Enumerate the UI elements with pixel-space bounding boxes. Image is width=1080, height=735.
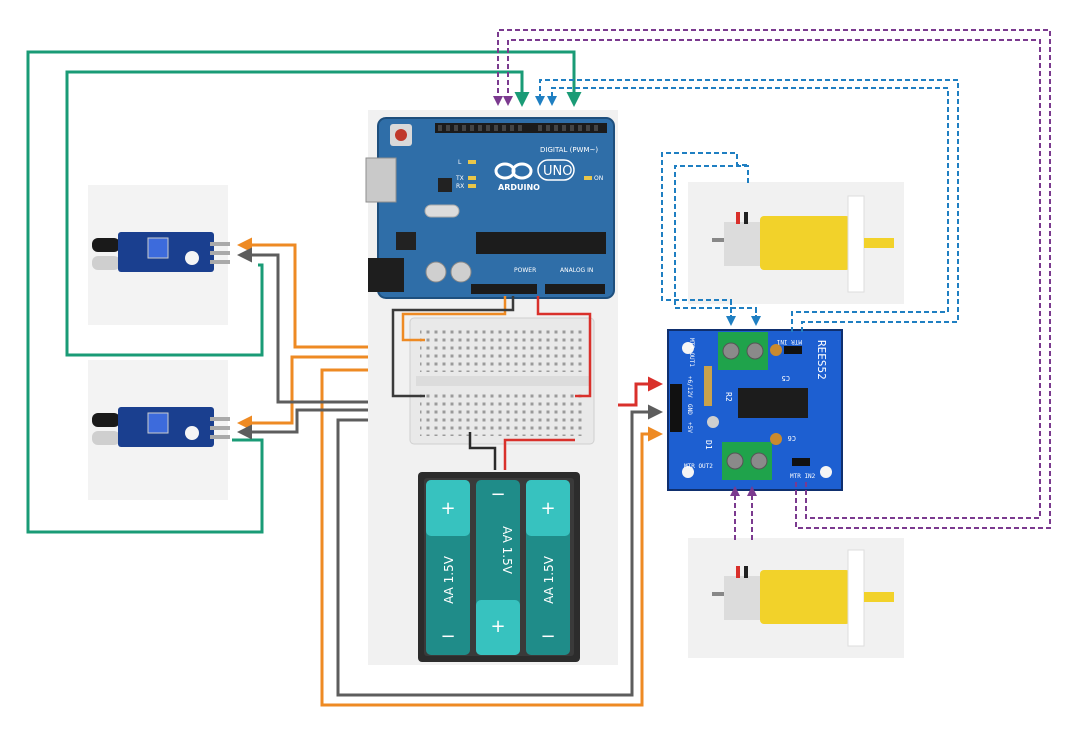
wire-gray-arduino-bb xyxy=(391,296,515,398)
cell1-top-sign: + xyxy=(440,498,455,519)
wire-orange-sensor1 xyxy=(237,237,368,349)
dc-jack xyxy=(368,258,404,292)
digital-header-label: DIGITAL (PWM~) xyxy=(540,146,598,154)
led-on-label: ON xyxy=(594,175,603,182)
wire-purple-ctrl2 xyxy=(503,39,1041,519)
crystal xyxy=(424,204,460,218)
cell3-label: AA 1.5V xyxy=(542,555,556,604)
wire-gray-sensor2 xyxy=(237,408,368,440)
led-l-label: L xyxy=(458,159,462,166)
wire-orange-sensor2 xyxy=(237,355,368,431)
wire-green-sensor2 xyxy=(26,50,582,534)
driver-title: REES52 xyxy=(815,340,828,380)
mtr-out2-label: MTR OUT2 xyxy=(684,463,713,470)
mtr-in2-label: MTR IN2 xyxy=(790,473,816,480)
pin-label-gnd: GND xyxy=(686,404,693,415)
cell1-label: AA 1.5V xyxy=(442,555,456,604)
cell3-top-sign: + xyxy=(540,498,555,519)
power-header-label: POWER xyxy=(514,267,536,274)
arduino-logo: ARDUINO UNO xyxy=(494,159,575,192)
power-header xyxy=(471,284,537,294)
capacitor xyxy=(450,261,472,283)
motor-driver-board: REES52 MTR OUT1 MTR IN1 MTR OUT2 MTR IN2… xyxy=(667,329,843,491)
c6-label: C6 xyxy=(788,434,796,442)
arduino-model-text: UNO xyxy=(543,164,572,179)
battery-cell-1: + − AA 1.5V xyxy=(426,480,470,655)
wire-purple-ctrl1 xyxy=(493,29,1051,529)
dc-motor-2 xyxy=(712,549,894,647)
wire-gray-driver xyxy=(336,404,663,697)
cell1-bottom-sign: − xyxy=(440,626,455,647)
arduino-brand-text: ARDUINO xyxy=(498,183,540,192)
led-tx-label: TX xyxy=(455,175,464,182)
cell3-bottom-sign: − xyxy=(540,626,555,647)
arduino-uno-board: DIGITAL (PWM~) L TX RX ON ARDUINO UNO xyxy=(365,117,615,299)
ir-sensor-2 xyxy=(92,407,230,447)
analog-header-label: ANALOG IN xyxy=(560,267,593,274)
battery-cell-3: + − AA 1.5V xyxy=(526,480,570,655)
cell2-label: AA 1.5V xyxy=(500,526,514,575)
wire-blue-ctrl2 xyxy=(535,79,959,332)
breadboard xyxy=(409,317,595,445)
driver-ic xyxy=(738,388,808,418)
analog-header xyxy=(545,284,605,294)
dc-motor-1 xyxy=(712,195,894,293)
battery-cell-2: − + AA 1.5V xyxy=(476,480,520,655)
wire-black-battery xyxy=(468,432,497,470)
wire-red-vin xyxy=(536,296,592,398)
r2-label: R2 xyxy=(724,392,733,402)
pin-label-5v: +5V xyxy=(686,422,693,433)
d1-label: D1 xyxy=(704,440,713,450)
mtr-in1-label: MTR IN1 xyxy=(776,338,802,345)
cell2-top-sign: − xyxy=(490,484,505,505)
c5-label: C5 xyxy=(782,374,790,382)
usb-port xyxy=(365,157,397,203)
wire-red-driver xyxy=(618,376,663,407)
wire-red-battery xyxy=(503,438,575,470)
cell2-bottom-sign: + xyxy=(490,616,505,637)
atmega-chip xyxy=(476,232,606,254)
wire-orange-breadboard xyxy=(401,296,507,342)
pin-label-vin: +6/12V xyxy=(686,376,693,398)
mtr-out1-label: MTR OUT1 xyxy=(688,338,695,367)
wire-orange-driver xyxy=(320,368,663,707)
capacitor xyxy=(425,261,447,283)
led-rx-label: RX xyxy=(456,183,464,190)
wire-gray-sensor1 xyxy=(237,247,368,404)
wire-green-sensor1 xyxy=(65,70,530,357)
ir-sensor-1 xyxy=(92,232,230,272)
battery-pack: + − AA 1.5V − + AA 1.5V + − AA 1.5V xyxy=(418,472,580,662)
wire-blue-ctrl1 xyxy=(547,87,949,332)
